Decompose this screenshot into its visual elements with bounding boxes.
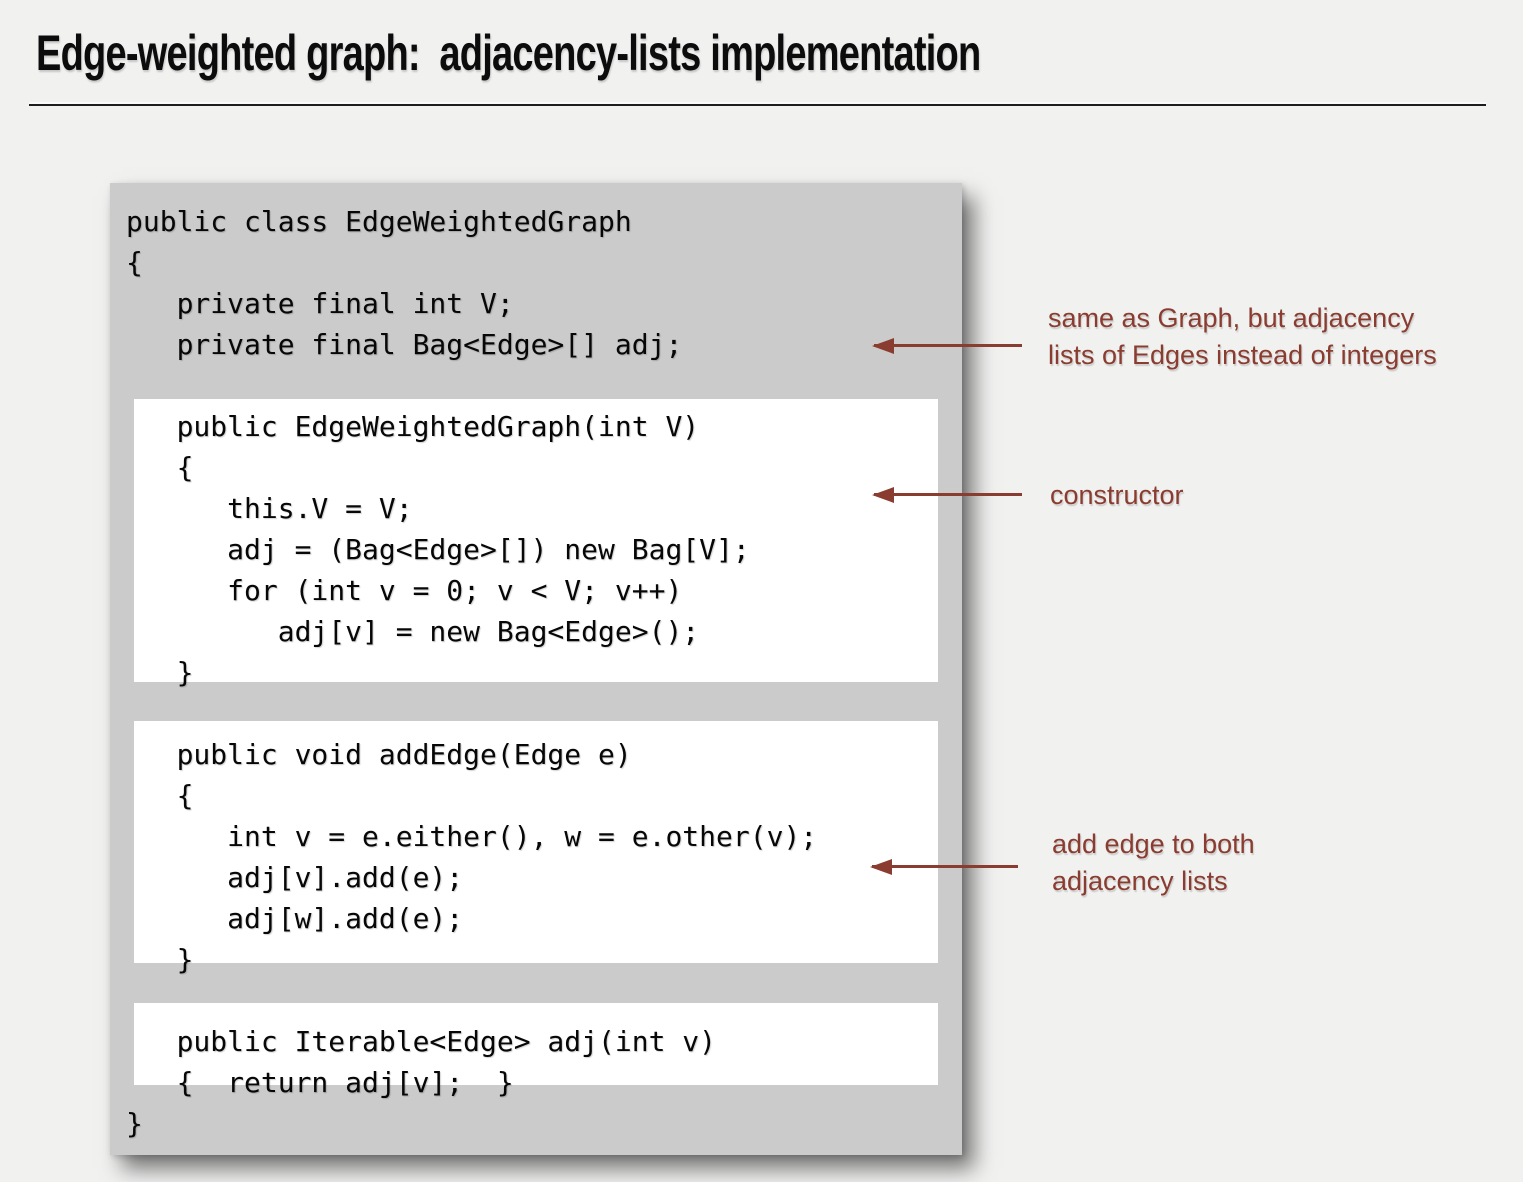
code-line: } — [126, 656, 194, 689]
annotation-constructor: constructor — [1050, 477, 1184, 514]
code-line: public EdgeWeightedGraph(int V) — [126, 410, 700, 443]
left-arrow-icon — [870, 859, 1018, 875]
code-line: { return adj[v]; } — [126, 1066, 514, 1099]
annotation-line: add edge to both — [1052, 829, 1255, 859]
code-line — [126, 693, 817, 734]
code-line: this.V = V; — [126, 492, 413, 525]
annotation-add-edge: add edge to both adjacency lists — [1052, 826, 1255, 900]
code-line: } — [126, 1107, 143, 1140]
code-line: public class EdgeWeightedGraph — [126, 205, 632, 238]
left-arrow-icon — [872, 487, 1022, 503]
code-line: } — [126, 943, 194, 976]
annotation-same-as-graph: same as Graph, but adjacency lists of Ed… — [1048, 300, 1437, 374]
title-divider — [29, 104, 1486, 106]
highlight-box-constructor — [134, 399, 938, 682]
page-title: Edge-weighted graph: adjacency-lists imp… — [36, 25, 981, 81]
code-line: { — [126, 779, 194, 812]
code-line: public Iterable<Edge> adj(int v) — [126, 1025, 717, 1058]
code-line: public void addEdge(Edge e) — [126, 738, 632, 771]
highlight-box-addedge — [134, 721, 938, 963]
code-line: private final int V; — [126, 287, 514, 320]
code-line: int v = e.either(), w = e.other(v); — [126, 820, 818, 853]
code-line: adj[v].add(e); — [126, 861, 464, 894]
code-line — [126, 365, 817, 406]
code-line: private final Bag<Edge>[] adj; — [126, 328, 683, 361]
annotation-line: same as Graph, but adjacency — [1048, 303, 1415, 333]
annotation-line: adjacency lists — [1052, 866, 1228, 896]
highlight-box-adj — [134, 1003, 938, 1085]
code-panel: public class EdgeWeightedGraph { private… — [110, 183, 962, 1155]
code-line: { — [126, 451, 194, 484]
annotation-line: constructor — [1050, 480, 1184, 510]
annotation-line: lists of Edges instead of integers — [1048, 340, 1437, 370]
code-line: adj = (Bag<Edge>[]) new Bag[V]; — [126, 533, 750, 566]
java-code-block: public class EdgeWeightedGraph { private… — [126, 201, 817, 1144]
code-line: adj[v] = new Bag<Edge>(); — [126, 615, 700, 648]
left-arrow-icon — [872, 338, 1022, 354]
code-line: for (int v = 0; v < V; v++) — [126, 574, 683, 607]
code-line: adj[w].add(e); — [126, 902, 464, 935]
code-line: { — [126, 246, 143, 279]
code-line — [126, 980, 817, 1021]
